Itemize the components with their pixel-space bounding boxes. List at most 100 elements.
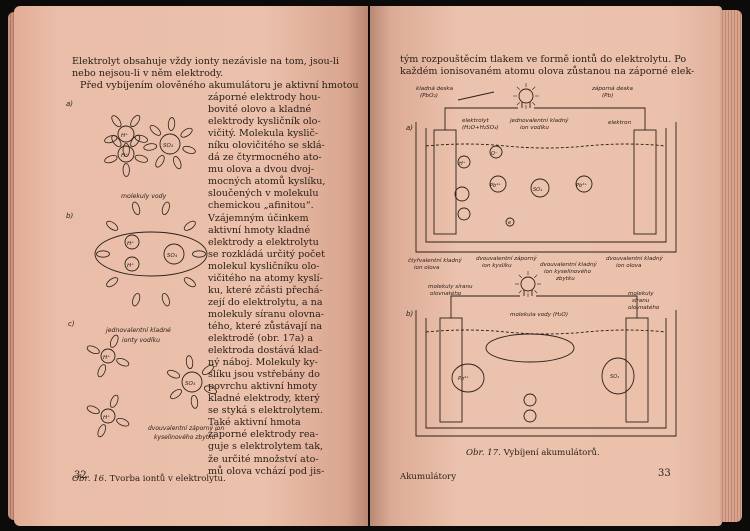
fig16-so4-symbol-3: SO₄ xyxy=(185,381,196,387)
fig16-h-symbol-5: H⁺ xyxy=(103,354,110,361)
fig17-water: molekula vody (H₂O) xyxy=(510,312,568,318)
right-page: tým rozpouštěcím tlakem ve formě iontů d… xyxy=(370,6,722,526)
fig16-h-ions-label-2: ionty vodíku xyxy=(122,336,160,344)
fig16-caption-text: Tvorba iontů v elektrolytu. xyxy=(109,474,226,484)
fig17-so4-ion: dvouvalentní kladný xyxy=(540,261,597,268)
fig17-electrolyte: elektrolyt xyxy=(462,118,489,124)
water-dipole xyxy=(86,345,100,355)
bulb-ray xyxy=(532,86,536,90)
column-line: bovité olovo a kladné xyxy=(208,104,312,116)
water-dipole xyxy=(130,134,141,147)
water-dipole xyxy=(161,292,170,307)
column-line: elektroda dostává klad- xyxy=(208,345,322,357)
water-dipole xyxy=(104,135,118,144)
water-dipole xyxy=(122,143,130,157)
column-line: elektrody kysličník olo- xyxy=(208,116,321,128)
fig17-pos-plate: kladná deska xyxy=(416,85,454,92)
fig16-h-symbol: H⁺ xyxy=(121,132,128,139)
intro-line-2: nebo nejsou-li v něm elektrody. xyxy=(72,68,224,79)
column-line: elektrodě (obr. 17a) a xyxy=(208,333,314,344)
page-number-left: 32 xyxy=(74,470,87,481)
figure-17: a) b) kladná deska (PbO₂) záporná deska … xyxy=(406,83,677,437)
fig16-water-label: molekuly vody xyxy=(121,193,167,200)
column-line: tého, které zůstávají na xyxy=(208,320,323,332)
water-dipole xyxy=(132,292,141,307)
column-line: molekuly síranu olovna- xyxy=(208,308,325,320)
column-line: slíku jsou vstřebány do xyxy=(208,369,320,381)
fig17-h-ion-2: ion vodíku xyxy=(520,124,549,131)
fig17-electron: elektron xyxy=(608,120,632,126)
water-dipole xyxy=(173,156,182,170)
water-dipole xyxy=(109,334,119,348)
fig16-h-symbol-6: H⁺ xyxy=(103,414,110,421)
fig17-neg-plate-2: (Pb) xyxy=(602,93,613,99)
water-dipole xyxy=(97,364,107,378)
bulb-ray xyxy=(532,102,536,106)
fig17-pos-plate-2: (PbO₂) xyxy=(420,93,438,99)
fig17b-inner xyxy=(425,318,667,429)
column-line: molekul kysličníku olo- xyxy=(208,260,320,272)
fig17-so4-ion-2: ion kyselinového xyxy=(544,268,592,275)
intro-line-3: Před vybíjením olověného akumulátoru je … xyxy=(80,80,359,91)
column-line: Také aktivní hmota xyxy=(208,417,301,429)
column-line: vičitého na atomy kyslí- xyxy=(208,272,323,284)
column-line: vičitý. Molekula kyslič- xyxy=(208,128,319,140)
fig17a-positive-plate xyxy=(433,129,457,235)
fig16-label-b: b) xyxy=(66,212,73,220)
water-dipole xyxy=(109,394,119,408)
water-dipole xyxy=(111,115,122,128)
fig17-so4-ion-3: zbytku xyxy=(555,276,575,282)
fig17b-wire-left xyxy=(450,295,520,318)
column-line: mocných atomů kyslíku, xyxy=(208,176,326,188)
figure-16a xyxy=(117,125,181,163)
fig17-sulfate-r-3: olovnatého xyxy=(628,304,660,311)
column-line: elektrody a elektrolytu xyxy=(208,236,319,248)
fig17-pb4-a: Pb⁴⁺ xyxy=(490,183,501,189)
left-page-edges xyxy=(8,12,16,520)
fig16-h-symbol-3: H⁺ xyxy=(127,240,134,247)
water-dipole xyxy=(190,394,199,409)
water-dipole xyxy=(202,364,214,376)
intro-line-1: Elektrolyt obsahuje vždy ionty nezávisle… xyxy=(72,56,340,67)
fig17b-vessel xyxy=(415,310,677,437)
fig17-so4-b: SO₄ xyxy=(610,374,619,380)
fig17a-arrow xyxy=(457,91,495,101)
column-line: se rozkládá určitý počet xyxy=(208,248,325,260)
water-dipole xyxy=(155,155,165,168)
water-dipole xyxy=(167,369,181,379)
fig17a-bulb xyxy=(518,88,534,104)
right-page-edges xyxy=(720,10,742,522)
fig16-so4-symbol: SO₄ xyxy=(163,143,174,149)
right-line-2: každém ionisovaném atomu olova zůstanou … xyxy=(400,66,695,77)
fig16-so4-label: dvouvalentní záporný ion xyxy=(148,425,224,432)
water-dipole xyxy=(183,277,196,288)
fig17-h-a: H⁺ xyxy=(459,161,466,167)
bulb-ray xyxy=(518,274,522,278)
column-line: ný náboj. Molekuly ky- xyxy=(208,357,318,369)
fig17-pb-ion: čtyřvalentní kladný xyxy=(408,257,463,264)
water-dipole xyxy=(149,124,161,136)
water-dipole xyxy=(167,117,176,131)
column-line: ku, které zčásti přechá- xyxy=(208,284,323,296)
column-line: Vzájemným účinkem xyxy=(208,212,309,224)
fig16-so4-symbol-2: SO₄ xyxy=(167,253,178,259)
water-dipole xyxy=(134,134,148,143)
water-dipole xyxy=(161,201,170,216)
fig17a-wire-left xyxy=(444,107,518,130)
fig17-caption-text: Vybíjení akumulátorů. xyxy=(503,448,600,458)
fig16-h-symbol-2: H⁺ xyxy=(121,152,128,159)
figure-16b xyxy=(94,231,208,277)
water-dipole xyxy=(134,154,148,163)
column-line: kladné elektrody, který xyxy=(208,393,320,405)
water-dipole xyxy=(132,201,141,216)
fig17-pb2-a: Pb²⁺ xyxy=(576,183,587,189)
bulb-ray xyxy=(516,102,520,106)
column-line: sloučených v molekulu xyxy=(208,188,319,200)
fig17b-wire-right xyxy=(536,295,638,318)
column-line: povrchu aktivní hmoty xyxy=(208,381,318,393)
fig17-o-ion: dvouvalentní záporný xyxy=(476,255,537,262)
figure-16c xyxy=(100,348,203,424)
fig17a-negative-plate xyxy=(633,129,657,235)
fig16-caption-label: Obr. 16. xyxy=(72,474,107,484)
column-line: níku olovičitého se sklá- xyxy=(208,140,325,152)
